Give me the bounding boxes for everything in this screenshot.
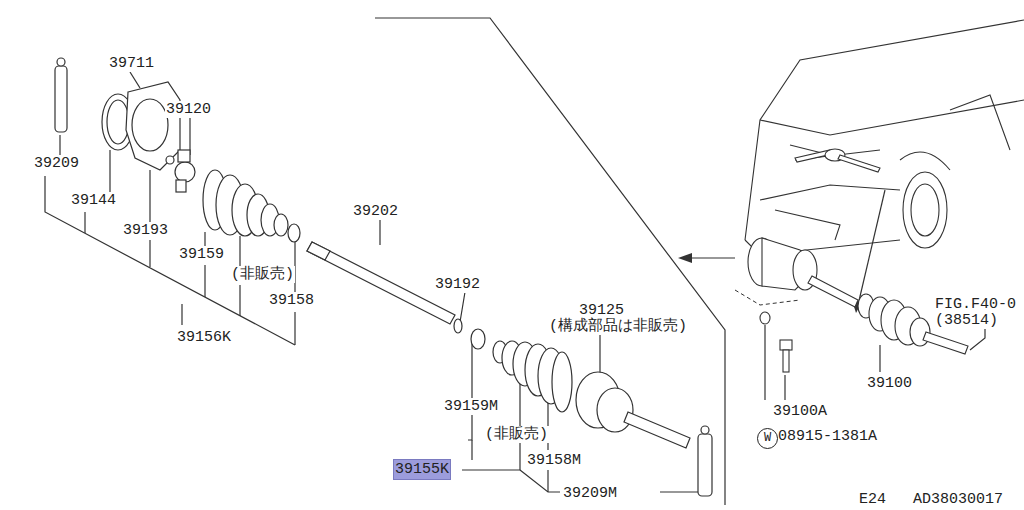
callout-number: 39144 bbox=[70, 192, 117, 209]
callout-number: 39711 bbox=[108, 55, 155, 72]
callout-number: 39193 bbox=[122, 222, 169, 239]
vehicle-outline bbox=[745, 20, 1024, 255]
callout-number: 39158 bbox=[268, 292, 315, 309]
callout-number: E24 bbox=[858, 491, 887, 508]
callout-number: 39202 bbox=[352, 203, 399, 220]
callout-number: 39120 bbox=[165, 101, 212, 118]
callout-number: 39159M bbox=[443, 398, 499, 415]
callout-number: 39100 bbox=[866, 375, 913, 392]
part-number: 39155K bbox=[395, 461, 449, 478]
callout-number: 39158M bbox=[526, 452, 582, 469]
callout-number: (構成部品は非販売) bbox=[548, 318, 688, 335]
callout-number: 39209 bbox=[33, 155, 80, 172]
shaft-assembly bbox=[748, 149, 968, 372]
hidden-line bbox=[735, 290, 800, 305]
callout-number: FIG.F40-0 bbox=[934, 296, 1017, 313]
circled-mark: W bbox=[757, 428, 778, 449]
callout-number: AD38030017 bbox=[912, 491, 1004, 508]
callout-number: 39156K bbox=[176, 329, 232, 346]
drive-shaft-parts bbox=[55, 58, 712, 496]
callout-number: 39209M bbox=[562, 485, 618, 502]
callout-number: 08915-1381A bbox=[777, 428, 878, 445]
circled-letter: W bbox=[764, 430, 771, 447]
callout-number: (非販売) bbox=[484, 426, 549, 443]
callout-number: (非販売) bbox=[230, 266, 295, 283]
callout-number: (38514) bbox=[934, 312, 999, 329]
callout-number: 39100A bbox=[772, 403, 828, 420]
callout-number: 39125 bbox=[578, 302, 625, 319]
callout-number: 39192 bbox=[434, 276, 481, 293]
highlight-box: 39155K bbox=[393, 459, 451, 480]
leader-lines bbox=[45, 18, 985, 505]
callout-number: 39159 bbox=[178, 246, 225, 263]
